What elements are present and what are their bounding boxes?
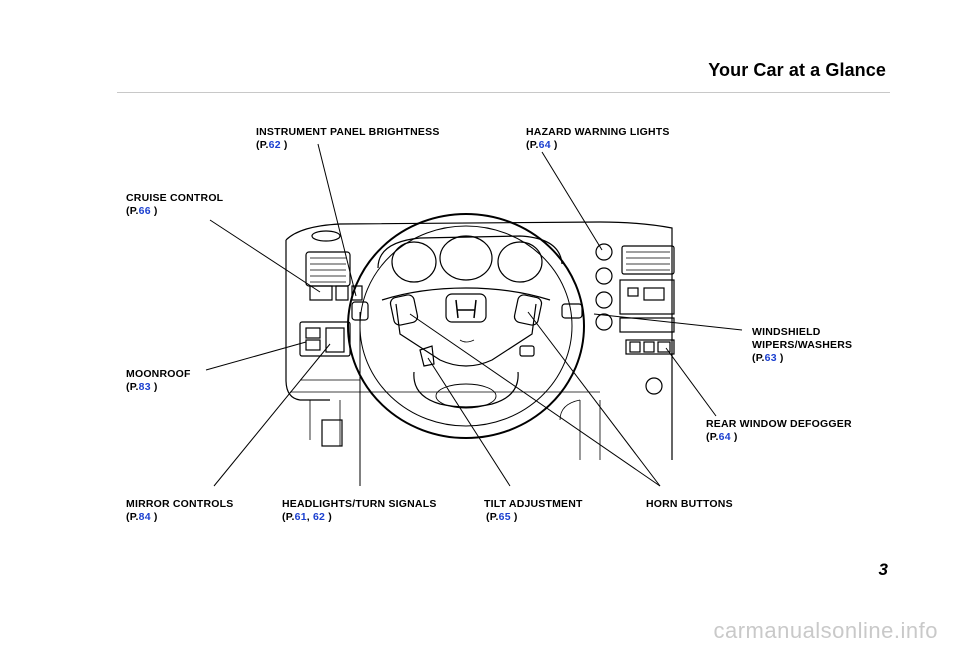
page-link[interactable]: 61 bbox=[294, 511, 307, 523]
callout-label: CRUISE CONTROL bbox=[126, 192, 224, 204]
page-link[interactable]: 62 bbox=[313, 511, 326, 523]
page-link[interactable]: 84 bbox=[138, 511, 151, 523]
callout-horn-buttons: HORN BUTTONS bbox=[646, 498, 733, 511]
page-number: 3 bbox=[878, 560, 888, 579]
callout-headlights-turn-signals: HEADLIGHTS/TURN SIGNALS (P.61, 62 ) bbox=[282, 498, 437, 524]
callout-mirror-controls: MIRROR CONTROLS (P.84 ) bbox=[126, 498, 233, 524]
page-link[interactable]: 62 bbox=[268, 139, 281, 151]
callout-label: REAR WINDOW DEFOGGER bbox=[706, 418, 852, 430]
callout-label: WIPERS/WASHERS bbox=[752, 339, 853, 351]
callout-instrument-panel-brightness: INSTRUMENT PANEL BRIGHTNESS (P.62 ) bbox=[256, 126, 440, 152]
callout-label: MIRROR CONTROLS bbox=[126, 498, 234, 510]
callout-label: HEADLIGHTS/TURN SIGNALS bbox=[282, 498, 437, 510]
callout-label: HAZARD WARNING LIGHTS bbox=[526, 126, 670, 138]
page-link[interactable]: 83 bbox=[138, 381, 151, 393]
title-divider bbox=[117, 92, 890, 93]
page-reference[interactable]: (P.83 ) bbox=[126, 381, 158, 393]
page-reference[interactable]: (P.63 ) bbox=[752, 352, 784, 364]
callout-label: INSTRUMENT PANEL BRIGHTNESS bbox=[256, 126, 440, 138]
callout-label: TILT ADJUSTMENT bbox=[484, 498, 583, 510]
callout-label: WINDSHIELD bbox=[752, 326, 821, 338]
callout-hazard-warning-lights: HAZARD WARNING LIGHTS (P.64 ) bbox=[526, 126, 670, 152]
page-link[interactable]: 63 bbox=[764, 352, 777, 364]
page-reference[interactable]: (P.64 ) bbox=[526, 139, 558, 151]
page-reference[interactable]: (P.65 ) bbox=[486, 511, 518, 523]
callout-cruise-control: CRUISE CONTROL (P.66 ) bbox=[126, 192, 223, 218]
callout-moonroof: MOONROOF (P.83 ) bbox=[126, 368, 191, 394]
watermark: carmanualsonline.info bbox=[713, 618, 938, 643]
callout-rear-window-defogger: REAR WINDOW DEFOGGER (P.64 ) bbox=[706, 418, 852, 444]
page-reference[interactable]: (P.61, 62 ) bbox=[282, 511, 332, 523]
page-link[interactable]: 64 bbox=[538, 139, 551, 151]
page-reference[interactable]: (P.66 ) bbox=[126, 205, 158, 217]
page-link[interactable]: 65 bbox=[498, 511, 511, 523]
callout-label: HORN BUTTONS bbox=[646, 498, 733, 510]
page-reference[interactable]: (P.62 ) bbox=[256, 139, 288, 151]
callout-tilt-adjustment: TILT ADJUSTMENT (P.65 ) bbox=[484, 498, 583, 524]
page-link[interactable]: 64 bbox=[718, 431, 731, 443]
page-link[interactable]: 66 bbox=[138, 205, 151, 217]
page-reference[interactable]: (P.84 ) bbox=[126, 511, 158, 523]
callout-label: MOONROOF bbox=[126, 368, 191, 380]
page-title: Your Car at a Glance bbox=[708, 60, 886, 80]
callout-windshield-wipers-washers: WINDSHIELD WIPERS/WASHERS (P.63 ) bbox=[752, 326, 852, 365]
page-reference[interactable]: (P.64 ) bbox=[706, 431, 738, 443]
